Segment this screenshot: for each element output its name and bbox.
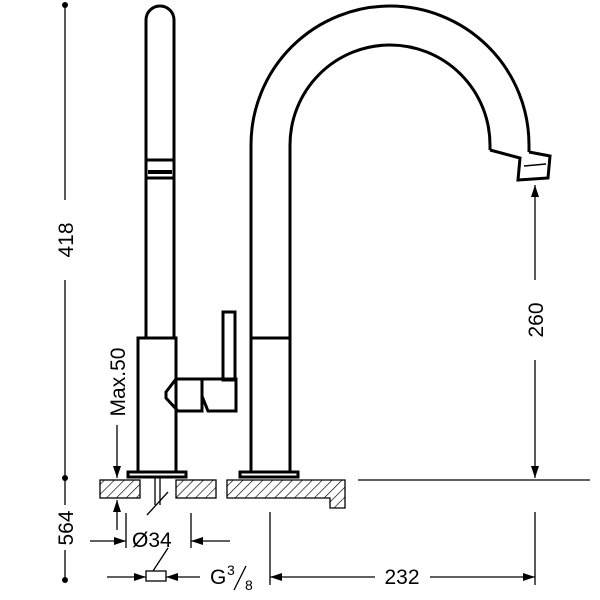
side-view-faucet — [126, 4, 238, 505]
label-418: 418 — [55, 222, 78, 257]
side-view-spout-pipe — [144, 4, 176, 338]
label-564: 564 — [55, 510, 78, 545]
countertop-section — [99, 479, 590, 509]
spout-inner — [288, 43, 492, 338]
dimension-spout-reach: 232 — [269, 512, 536, 589]
front-view-base-plate — [238, 470, 300, 479]
label-232: 232 — [384, 566, 419, 589]
spout-nozzle — [489, 148, 552, 182]
side-view-base-plate — [126, 470, 188, 479]
label-260: 260 — [525, 302, 548, 337]
front-view-body — [249, 336, 292, 474]
label-max-50: Max.50 — [107, 348, 130, 417]
label-thread-denominator: 8 — [245, 577, 253, 593]
lever-handle — [164, 310, 238, 413]
label-thread-numerator: 3 — [227, 562, 235, 578]
dimension-max-counter: Max.50 — [107, 348, 130, 530]
spout-outer — [249, 4, 531, 338]
dimension-thread: G 3 8 — [107, 547, 253, 593]
dimension-spout-height: 260 — [525, 185, 548, 478]
side-view-body — [136, 336, 178, 474]
front-view-faucet — [238, 4, 552, 479]
dimension-total-height: 418 — [55, 2, 78, 481]
label-thread-g: G — [210, 566, 226, 589]
label-diameter-34: Ø34 — [132, 529, 172, 552]
aerator-band — [144, 158, 176, 180]
dimension-diameter: Ø34 — [90, 491, 230, 552]
dimension-below-counter: 564 — [55, 478, 78, 583]
